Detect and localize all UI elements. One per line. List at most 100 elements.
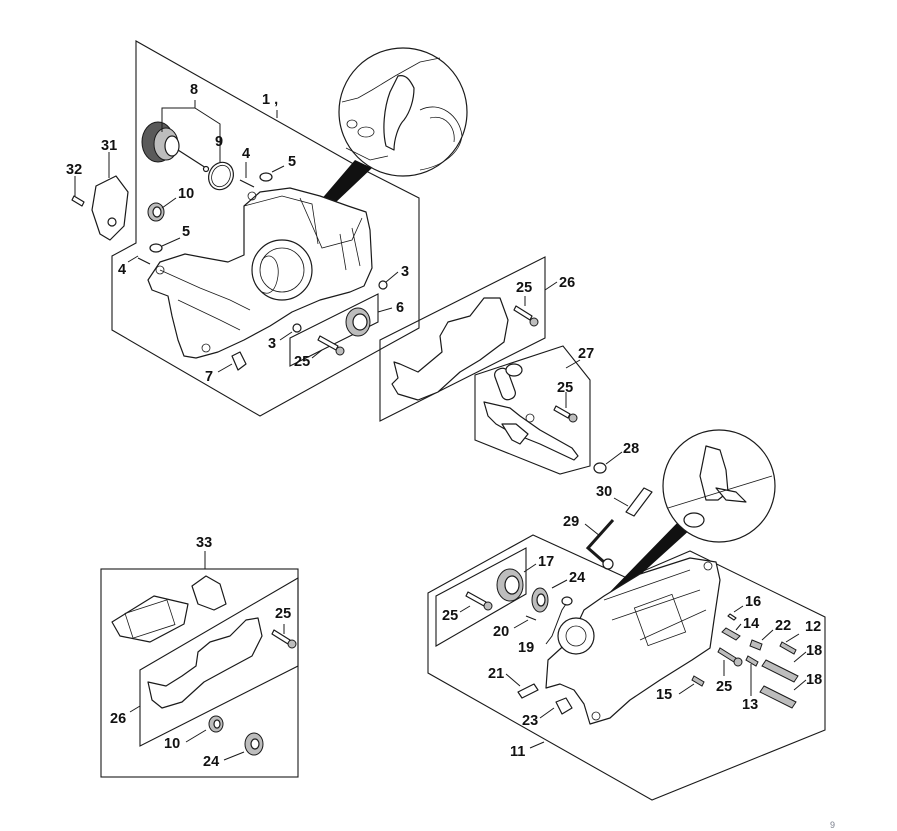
group-frame-bearing-6: [289, 293, 379, 367]
callout-3a: 3: [401, 264, 409, 280]
callout-8: 8: [190, 82, 198, 98]
callout-12: 12: [805, 619, 821, 635]
callout-25e: 25: [716, 679, 732, 695]
gasket-set-33-group: [100, 568, 299, 778]
callout-25d: 25: [442, 608, 458, 624]
part-25-screw-a: [317, 335, 339, 351]
part-18-stud-a: [761, 659, 799, 683]
part-29-pipe: [585, 519, 615, 564]
crankcase-half-1-part: [147, 187, 373, 359]
part-30-fitting: [625, 487, 653, 517]
callout-4a: 4: [242, 146, 250, 162]
callout-1: 1 ,: [262, 92, 278, 108]
leader-lines: [74, 100, 807, 761]
part-25-screw-b: [513, 305, 533, 321]
callout-31: 31: [101, 138, 117, 154]
callout-16: 16: [745, 594, 761, 610]
callout-14: 14: [743, 616, 759, 632]
callout-10a: 10: [178, 186, 194, 202]
part-23-cap: [555, 697, 573, 715]
part-25-screw-c: [553, 405, 571, 419]
part-3-plug-a: [378, 280, 388, 290]
part-7-cap: [231, 351, 247, 371]
callout-18a: 18: [806, 643, 822, 659]
part-4-pin-a: [239, 179, 255, 188]
part-25-screw-f: [271, 629, 291, 645]
part-21-nipple: [517, 683, 539, 699]
crankcase-half-1-group: [71, 40, 468, 417]
callout-5a: 5: [288, 154, 296, 170]
group-frame-gasket-26b: [139, 577, 299, 747]
callout-26a: 26: [559, 275, 575, 291]
gasket-cylinder: [111, 595, 189, 643]
part-3-plug-b: [292, 323, 302, 333]
part-9-oring: [208, 161, 234, 191]
callout-24b: 24: [203, 754, 219, 770]
crankshaft-27-group: [474, 345, 591, 475]
group-frame-gasket-set-33: [100, 568, 299, 778]
part-26-gasket-b: [147, 617, 263, 709]
callout-7: 7: [205, 369, 213, 385]
callout-4b: 4: [118, 262, 126, 278]
part-28-ring: [593, 462, 607, 474]
part-25-screw-d: [465, 591, 487, 607]
part-18-stud-b: [759, 685, 797, 709]
part-5-washer-a: [259, 172, 273, 182]
part-32-screw: [71, 195, 85, 207]
part-31-cover: [91, 175, 129, 241]
part-16-screw: [727, 613, 737, 621]
callout-28: 28: [623, 441, 639, 457]
part-26-gasket: [391, 297, 509, 401]
callout-21: 21: [488, 666, 504, 682]
callout-18b: 18: [806, 672, 822, 688]
callout-25a: 25: [294, 354, 310, 370]
crankcase-half-11-group: [427, 429, 826, 801]
group-frame-crankcase-1: [111, 40, 420, 417]
callout-26b: 26: [110, 711, 126, 727]
part-13-stud: [745, 655, 759, 667]
part-25-screw-e: [717, 647, 737, 663]
callout-5b: 5: [182, 224, 190, 240]
callout-33: 33: [196, 535, 212, 551]
part-14-stud: [721, 627, 741, 641]
part-5-washer-b: [149, 243, 163, 253]
page-mark: 9: [830, 820, 835, 830]
callout-32: 32: [66, 162, 82, 178]
callout-9: 9: [215, 134, 223, 150]
callout-11: 11: [510, 744, 525, 760]
callout-3b: 3: [268, 336, 276, 352]
callout-25c: 25: [557, 380, 573, 396]
callout-10b: 10: [164, 736, 180, 752]
part-15-stud: [691, 675, 705, 687]
callout-6: 6: [396, 300, 404, 316]
group-frame-bearing-17: [435, 547, 527, 647]
group-frame-crankshaft-27: [474, 345, 591, 475]
group-frame-crankcase-11: [427, 534, 826, 801]
callout-23: 23: [522, 713, 538, 729]
detail-magnifier-1-content: [341, 57, 463, 171]
callout-27: 27: [578, 346, 594, 362]
part-19-oring: [561, 596, 573, 606]
part-22-sleeve: [749, 639, 763, 651]
callout-labels: 1 , 8 9 4 5 10 5 4 3 6 3 25 7 31 32 26 2…: [66, 82, 822, 770]
part-8-assembly: [141, 121, 210, 173]
callout-29: 29: [563, 514, 579, 530]
callout-15: 15: [656, 687, 672, 703]
callout-19: 19: [518, 640, 534, 656]
gasket-26-group: [379, 256, 546, 422]
gasket-muffler: [191, 575, 227, 611]
callout-13: 13: [742, 697, 758, 713]
callout-25f: 25: [275, 606, 291, 622]
callout-17: 17: [538, 554, 554, 570]
part-4-pin-b: [137, 257, 151, 265]
callout-20: 20: [493, 624, 509, 640]
part-20-pin: [525, 615, 537, 621]
part-12-stud: [779, 641, 797, 655]
part-27-crankshaft: [483, 363, 579, 461]
callout-30: 30: [596, 484, 612, 500]
detail-magnifier-2-content: [667, 445, 773, 528]
crankcase-half-11-part: [545, 557, 721, 725]
callout-22: 22: [775, 618, 791, 634]
group-frame-gasket-26: [379, 256, 546, 422]
